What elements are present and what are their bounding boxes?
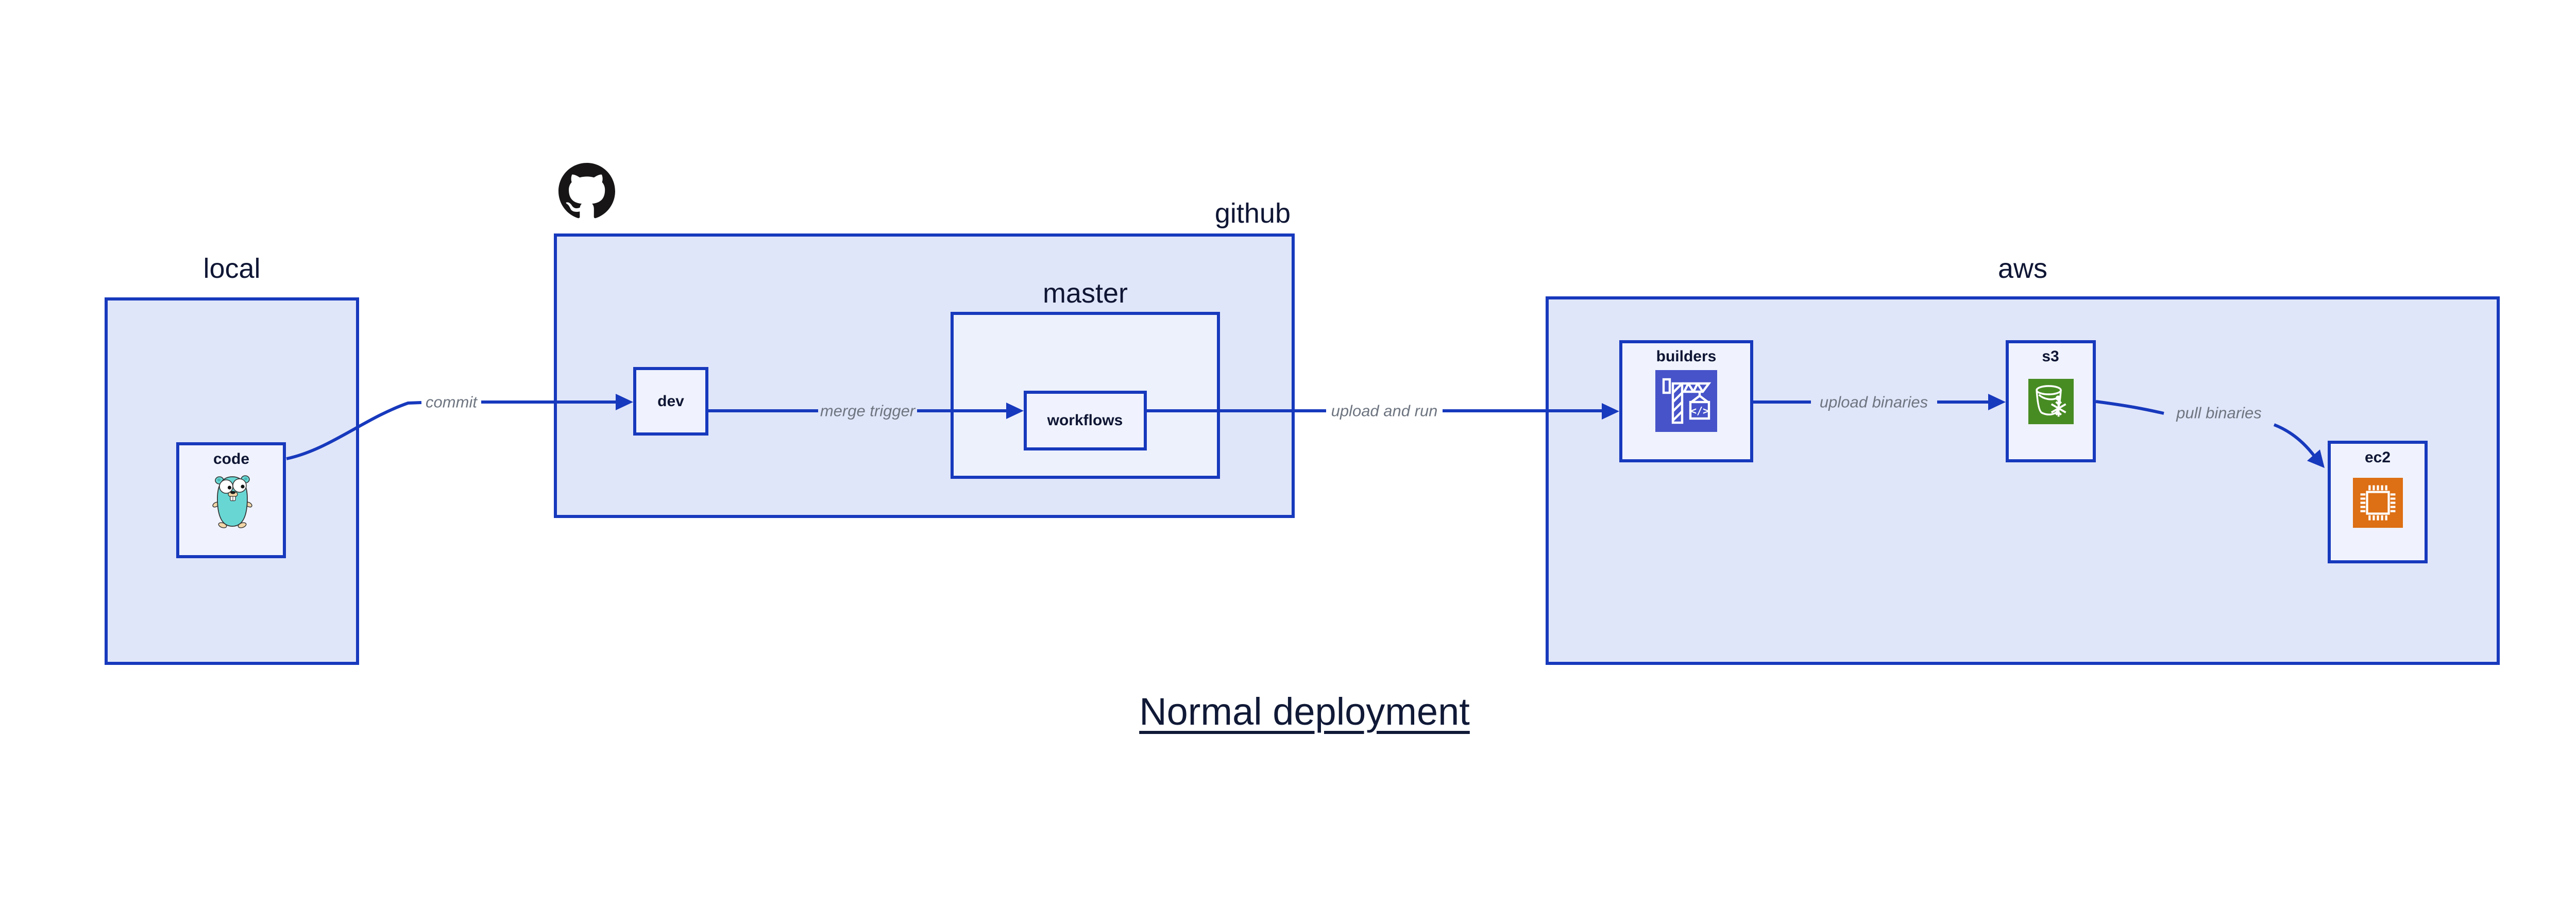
master-group-label: master <box>1042 278 1128 309</box>
ec2-node-label: ec2 <box>2364 449 2391 466</box>
diagram-title: Normal deployment <box>1139 690 1470 733</box>
aws-group-label: aws <box>1997 253 2048 284</box>
pull-binaries-edge-label: pull binaries <box>2176 404 2262 422</box>
s3-bucket-snowflake-icon <box>2028 379 2074 424</box>
github-group-label: github <box>1214 198 1291 229</box>
codebuild-crane-icon: </> <box>1655 370 1717 432</box>
builders-node-label: builders <box>1656 348 1717 365</box>
upload-and-run-edge-label: upload and run <box>1331 402 1438 420</box>
builders-node-box <box>1619 340 1753 462</box>
code-node-label: code <box>213 450 250 467</box>
github-octocat-icon <box>558 163 615 219</box>
workflows-node-label: workflows <box>1047 412 1123 429</box>
workflows-node-box <box>1024 391 1147 450</box>
go-gopher-icon <box>212 475 252 528</box>
s3-node-label: s3 <box>2042 348 2059 365</box>
ec2-chip-icon <box>2353 478 2403 528</box>
dev-node-label: dev <box>657 393 684 410</box>
dev-node-box <box>633 367 708 436</box>
upload-binaries-edge-label: upload binaries <box>1819 393 1928 411</box>
commit-edge-label: commit <box>426 393 477 411</box>
merge-trigger-edge-label: merge trigger <box>820 402 916 420</box>
local-group-label: local <box>203 253 261 284</box>
svg-text:</>: </> <box>1690 405 1709 417</box>
